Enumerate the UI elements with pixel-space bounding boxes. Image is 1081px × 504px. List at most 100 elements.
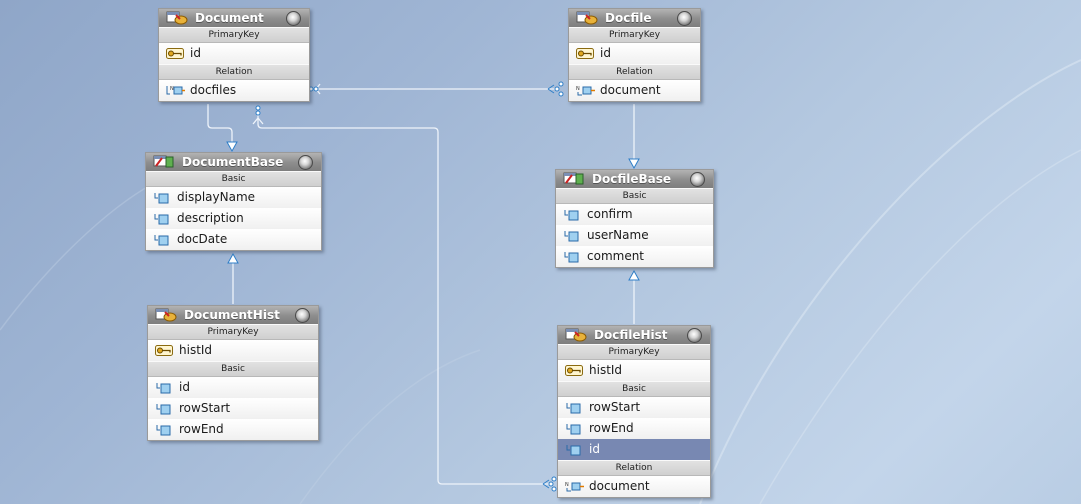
field-name: comment	[587, 249, 645, 263]
attribute-icon	[154, 193, 169, 204]
section-relation: Relation	[569, 64, 700, 80]
section-relation: Relation	[159, 64, 309, 80]
relation-icon: N	[576, 86, 595, 96]
field-row-histid[interactable]: histId	[558, 360, 710, 381]
field-name: userName	[587, 228, 649, 242]
attribute-icon	[156, 383, 171, 394]
entity-header[interactable]: DocfileBase	[556, 170, 713, 188]
entity-title: DocumentHist	[184, 308, 280, 322]
field-name: document	[589, 479, 650, 493]
field-row-comment[interactable]: comment	[556, 246, 713, 267]
attribute-icon	[564, 210, 579, 221]
collapse-button-icon[interactable]	[298, 155, 313, 170]
field-name: description	[177, 211, 244, 225]
attribute-icon	[566, 445, 581, 456]
field-row-displayname[interactable]: displayName	[146, 187, 321, 208]
field-name: docDate	[177, 232, 228, 246]
entity-documenthist[interactable]: DocumentHist PrimaryKey histId Basic id …	[147, 305, 319, 441]
field-name: histId	[179, 343, 213, 357]
section-primarykey: PrimaryKey	[558, 344, 710, 360]
section-basic: Basic	[556, 188, 713, 204]
abstract-entity-icon	[153, 155, 174, 168]
inherit-connector-document	[207, 104, 233, 150]
field-row-id[interactable]: id	[159, 43, 309, 64]
entity-header[interactable]: DocumentBase	[146, 153, 321, 171]
entity-header[interactable]: DocumentHist	[148, 306, 318, 324]
field-name: rowEnd	[179, 422, 224, 436]
entity-docfilebase[interactable]: DocfileBase Basic confirm userName comme…	[555, 169, 714, 268]
inherit-arrow-docfile	[628, 158, 640, 170]
entity-icon	[166, 11, 188, 25]
entity-title: DocumentBase	[182, 155, 284, 169]
key-icon	[166, 48, 184, 59]
attribute-icon	[566, 424, 581, 435]
field-row-rowend[interactable]: rowEnd	[148, 419, 318, 440]
key-icon	[565, 365, 583, 376]
field-row-docdate[interactable]: docDate	[146, 229, 321, 250]
field-row-id[interactable]: id	[148, 377, 318, 398]
field-row-description[interactable]: description	[146, 208, 321, 229]
field-name: id	[600, 46, 611, 60]
relation-row-document[interactable]: N document	[558, 476, 710, 497]
svg-text:N: N	[576, 86, 580, 92]
relation-row-docfiles[interactable]: N docfiles	[159, 80, 309, 101]
section-primarykey: PrimaryKey	[569, 27, 700, 43]
relation-connector-docfilehist	[257, 112, 550, 485]
field-row-username[interactable]: userName	[556, 225, 713, 246]
collapse-button-icon[interactable]	[295, 308, 310, 323]
relation-row-document[interactable]: N document	[569, 80, 700, 101]
svg-text:N: N	[565, 482, 569, 488]
attribute-icon	[154, 214, 169, 225]
entity-docfile[interactable]: Docfile PrimaryKey id Relation N documen…	[568, 8, 701, 102]
field-row-histid[interactable]: histId	[148, 340, 318, 361]
attribute-icon	[564, 252, 579, 263]
entity-icon	[565, 328, 587, 342]
collapse-button-icon[interactable]	[677, 11, 692, 26]
field-name: confirm	[587, 207, 633, 221]
field-name: id	[190, 46, 201, 60]
field-name: rowEnd	[589, 421, 634, 435]
entity-document[interactable]: Document PrimaryKey id Relation N docfil…	[158, 8, 310, 102]
entity-title: DocfileHist	[594, 328, 668, 342]
abstract-entity-icon	[563, 172, 584, 185]
entity-documentbase[interactable]: DocumentBase Basic displayName descripti…	[145, 152, 322, 251]
field-row-rowstart[interactable]: rowStart	[148, 398, 318, 419]
entity-icon	[576, 11, 598, 25]
section-basic: Basic	[558, 381, 710, 397]
attribute-icon	[156, 425, 171, 436]
entity-header[interactable]: Docfile	[569, 9, 700, 27]
entity-title: Document	[195, 11, 264, 25]
field-name: id	[179, 380, 190, 394]
entity-docfilehist[interactable]: DocfileHist PrimaryKey histId Basic rowS…	[557, 325, 711, 498]
entity-title: Docfile	[605, 11, 652, 25]
relation-icon: N	[166, 86, 185, 95]
inherit-arrow-documenthist	[227, 252, 239, 264]
key-icon	[576, 48, 594, 59]
section-basic: Basic	[146, 171, 321, 187]
section-relation: Relation	[558, 460, 710, 476]
field-row-id[interactable]: id	[569, 43, 700, 64]
key-icon	[155, 345, 173, 356]
collapse-button-icon[interactable]	[690, 172, 705, 187]
field-row-rowstart[interactable]: rowStart	[558, 397, 710, 418]
collapse-button-icon[interactable]	[286, 11, 301, 26]
field-row-confirm[interactable]: confirm	[556, 204, 713, 225]
field-name: rowStart	[179, 401, 231, 415]
field-name: document	[600, 83, 661, 97]
field-name: displayName	[177, 190, 256, 204]
field-row-id-selected[interactable]: id	[558, 439, 710, 460]
section-primarykey: PrimaryKey	[148, 324, 318, 340]
entity-header[interactable]: Document	[159, 9, 309, 27]
section-basic: Basic	[148, 361, 318, 377]
attribute-icon	[566, 403, 581, 414]
svg-text:N: N	[170, 86, 174, 92]
relation-icon: N	[565, 482, 584, 492]
inherit-arrow-document	[226, 141, 238, 153]
entity-header[interactable]: DocfileHist	[558, 326, 710, 344]
collapse-button-icon[interactable]	[687, 328, 702, 343]
field-name: id	[589, 442, 600, 456]
field-row-rowend[interactable]: rowEnd	[558, 418, 710, 439]
attribute-icon	[156, 404, 171, 415]
field-name: docfiles	[190, 83, 237, 97]
